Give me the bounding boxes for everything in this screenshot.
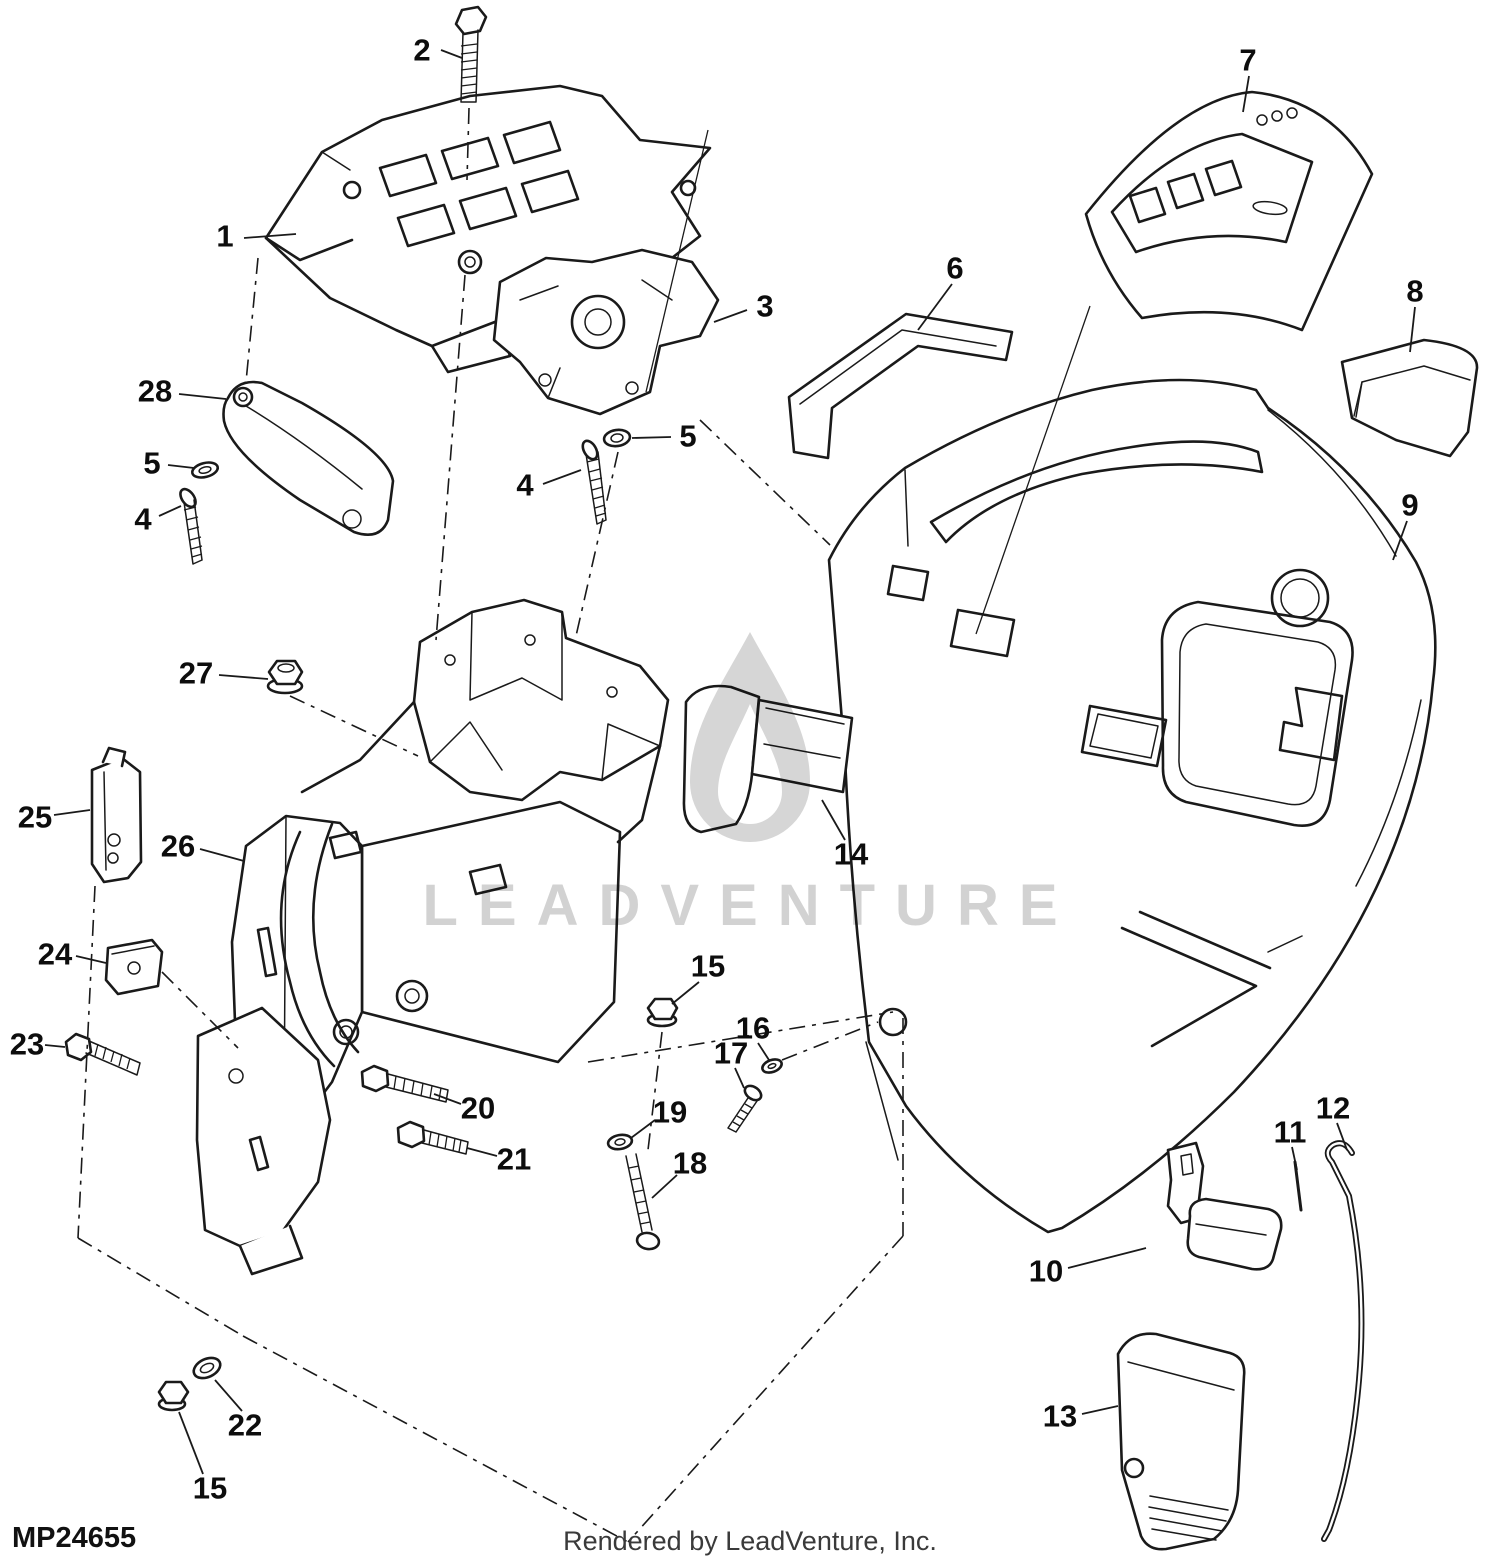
callout-leader-1 xyxy=(243,233,297,239)
callout-leader-16 xyxy=(757,1042,770,1061)
callout-5: 5 xyxy=(679,419,696,454)
part-23-hex-bolt xyxy=(64,1032,141,1076)
callout-15: 15 xyxy=(193,1471,227,1506)
part-17-screw xyxy=(727,1084,763,1133)
callout-leader-3 xyxy=(713,309,748,323)
callout-leader-17 xyxy=(734,1067,745,1089)
callout-leader-22 xyxy=(214,1379,243,1412)
callout-leader-27 xyxy=(218,674,269,680)
part-9-console-shell xyxy=(827,378,1437,1234)
callout-leader-13 xyxy=(1081,1405,1119,1415)
part-20-hex-bolt xyxy=(360,1064,449,1103)
part-19-washer xyxy=(606,1133,634,1151)
part-24-clip xyxy=(104,938,164,996)
part-25-side-plate xyxy=(90,746,143,884)
callout-leader-20 xyxy=(433,1093,462,1105)
callout-6: 6 xyxy=(946,251,963,286)
part-28-armrest-bracket xyxy=(222,380,395,536)
callout-leader-25 xyxy=(53,809,91,816)
part-27-flange-nut xyxy=(266,659,304,695)
callout-5: 5 xyxy=(143,446,160,481)
callout-leader-21 xyxy=(466,1147,498,1157)
callout-leader-11 xyxy=(1291,1146,1298,1171)
callout-23: 23 xyxy=(10,1027,44,1062)
part-15-nut-bottom xyxy=(157,1380,190,1412)
part-26-support-frame xyxy=(195,598,670,1276)
callout-1: 1 xyxy=(216,219,233,254)
callout-leader-28 xyxy=(178,393,227,400)
callout-10: 10 xyxy=(1029,1254,1063,1289)
callout-7: 7 xyxy=(1239,43,1256,78)
callout-leader-24 xyxy=(75,955,107,964)
part-3-support-bracket xyxy=(492,248,720,416)
callout-leader-26 xyxy=(199,848,245,862)
part-5-washer-left xyxy=(190,461,220,479)
part-10-latch xyxy=(1166,1141,1283,1271)
callout-leader-15 xyxy=(671,981,700,1005)
callout-13: 13 xyxy=(1043,1399,1077,1434)
part-8-side-tab xyxy=(1340,338,1479,458)
callout-16: 16 xyxy=(736,1011,770,1046)
part-7-dash-panel xyxy=(1084,90,1374,332)
callout-3: 3 xyxy=(756,289,773,324)
callout-18: 18 xyxy=(673,1146,707,1181)
callout-9: 9 xyxy=(1401,488,1418,523)
callout-leader-6 xyxy=(917,283,953,331)
part-13-cover xyxy=(1116,1332,1246,1551)
callout-14: 14 xyxy=(834,837,869,872)
callout-11: 11 xyxy=(1274,1115,1307,1150)
callout-leader-15 xyxy=(178,1411,204,1475)
callout-leader-18 xyxy=(651,1174,678,1199)
callout-19: 19 xyxy=(653,1095,687,1130)
callout-25: 25 xyxy=(18,800,52,835)
callout-leader-8 xyxy=(1409,306,1416,353)
callout-leader-14 xyxy=(821,799,846,841)
callout-26: 26 xyxy=(161,829,195,864)
assembly-alignment-lines xyxy=(77,107,1091,1543)
callout-leader-2 xyxy=(440,49,463,59)
callout-leader-4 xyxy=(158,505,182,517)
part-21-hex-bolt xyxy=(396,1120,469,1155)
callout-leader-5 xyxy=(631,436,672,439)
callout-leader-12 xyxy=(1336,1122,1348,1151)
callout-15: 15 xyxy=(691,949,725,984)
callout-22: 22 xyxy=(228,1408,262,1443)
callout-leader-19 xyxy=(630,1119,656,1139)
part-1-mounting-plate xyxy=(264,84,712,374)
callout-2: 2 xyxy=(413,33,430,68)
callout-leader-5 xyxy=(167,464,195,469)
callout-8: 8 xyxy=(1406,274,1423,309)
callout-leader-4 xyxy=(542,469,582,485)
footer-credit: Rendered by LeadVenture, Inc. xyxy=(563,1526,937,1556)
callout-leader-9 xyxy=(1392,520,1408,561)
callout-4: 4 xyxy=(134,502,152,537)
callout-24: 24 xyxy=(38,937,73,972)
part-6-tray-bracket xyxy=(787,312,1014,460)
part-11-pin xyxy=(1293,1160,1303,1212)
callout-leader-10 xyxy=(1067,1247,1147,1269)
part-4-screw-center xyxy=(581,439,607,525)
part-4-screw-left xyxy=(179,487,203,565)
callout-28: 28 xyxy=(138,374,172,409)
part-5-washer-center xyxy=(602,428,632,448)
part-18-screw xyxy=(625,1153,661,1251)
callout-17: 17 xyxy=(714,1036,748,1071)
callout-12: 12 xyxy=(1316,1091,1350,1126)
part-12-rod xyxy=(1321,1140,1365,1542)
part-2-hex-bolt xyxy=(454,5,488,103)
callout-leader-23 xyxy=(44,1044,66,1048)
callout-21: 21 xyxy=(497,1142,531,1177)
callout-leader-7 xyxy=(1242,75,1250,113)
callout-4: 4 xyxy=(516,468,534,503)
callout-27: 27 xyxy=(179,656,213,691)
part-22-washer xyxy=(192,1356,222,1380)
part-15-nut-center xyxy=(646,997,679,1028)
part-16-washer xyxy=(761,1058,783,1074)
callout-20: 20 xyxy=(461,1091,495,1126)
footer-part-code: MP24655 xyxy=(12,1522,137,1554)
